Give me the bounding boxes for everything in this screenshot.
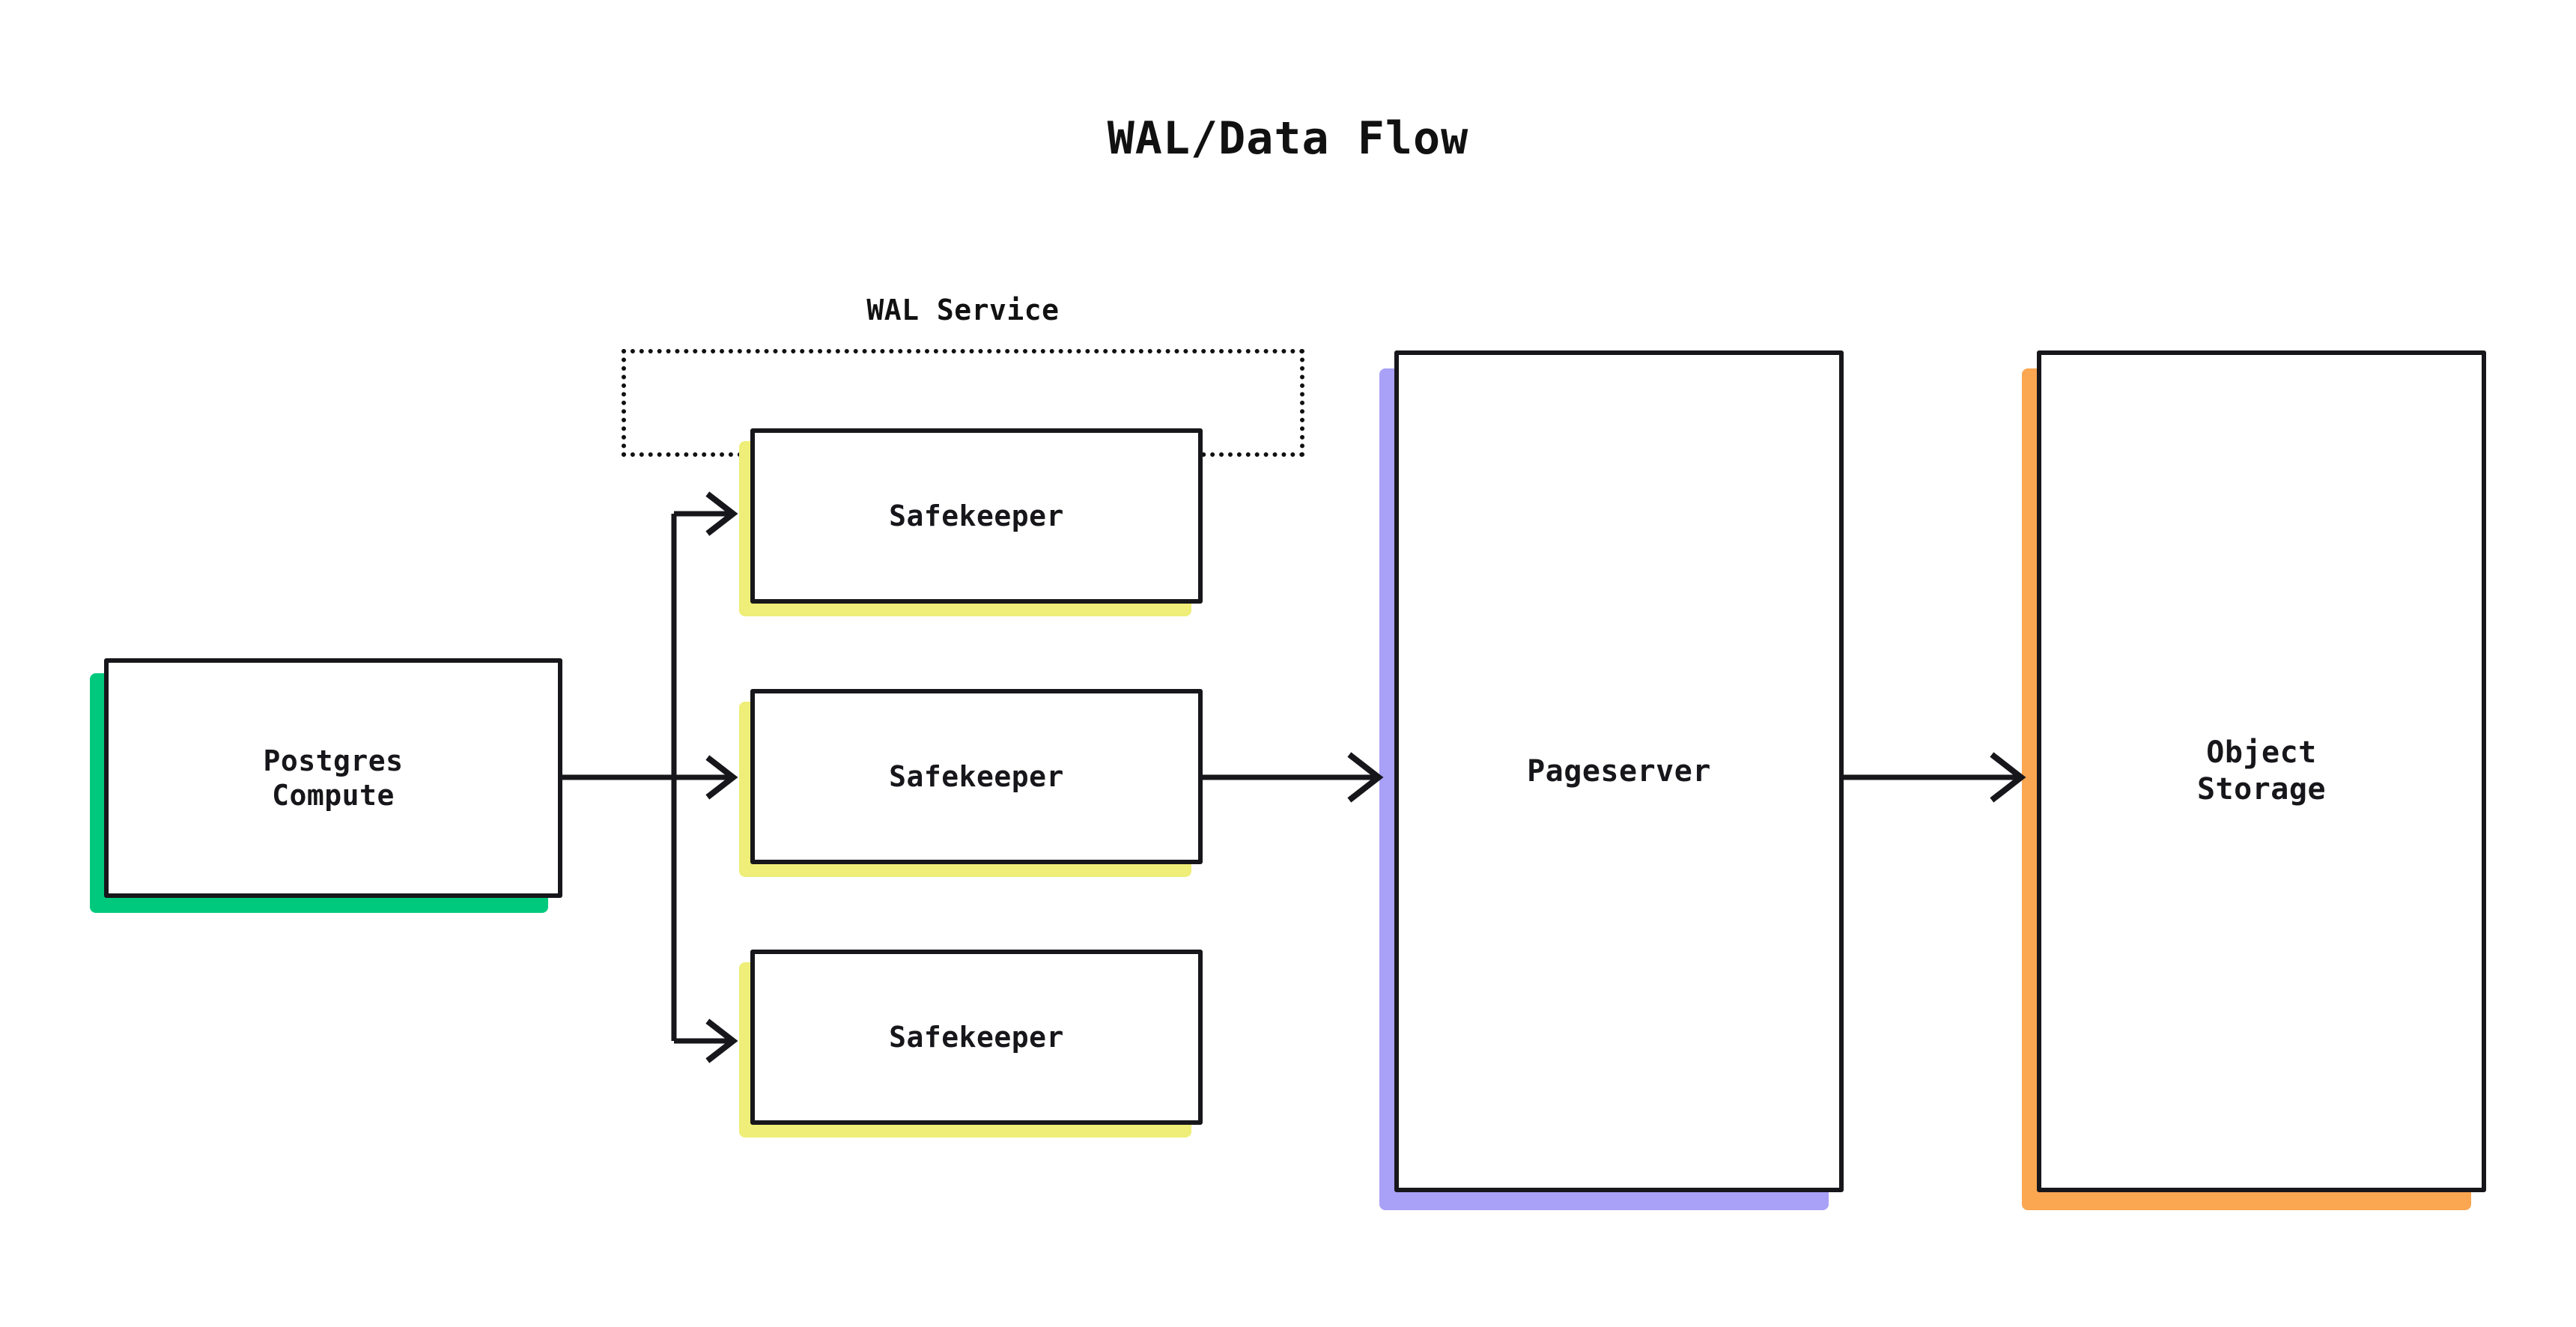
arrowhead-safekeeper-1 bbox=[705, 491, 738, 536]
arrowhead-safekeeper-3 bbox=[705, 1018, 738, 1063]
arrowhead-safekeeper-2 bbox=[705, 755, 738, 800]
node-label-safekeeper-1: Safekeeper bbox=[889, 499, 1064, 532]
node-label-pageserver: Pageserver bbox=[1527, 753, 1711, 789]
node-object-storage[interactable]: Object Storage bbox=[2037, 350, 2486, 1192]
node-label-postgres-compute: Postgres Compute bbox=[263, 744, 404, 812]
node-label-safekeeper-2: Safekeeper bbox=[889, 759, 1064, 793]
group-label-wal-service: WAL Service bbox=[866, 294, 1060, 327]
node-safekeeper-3[interactable]: Safekeeper bbox=[750, 950, 1203, 1125]
arrowhead-pageserver bbox=[1347, 752, 1384, 803]
node-postgres-compute[interactable]: Postgres Compute bbox=[104, 658, 562, 898]
node-safekeeper-2[interactable]: Safekeeper bbox=[750, 689, 1203, 864]
arrowhead-object-storage bbox=[1990, 752, 2026, 803]
page-title: WAL/Data Flow bbox=[1107, 112, 1469, 165]
node-label-object-storage: Object Storage bbox=[2196, 735, 2327, 807]
node-safekeeper-1[interactable]: Safekeeper bbox=[750, 428, 1203, 604]
node-label-safekeeper-3: Safekeeper bbox=[889, 1020, 1064, 1054]
node-pageserver[interactable]: Pageserver bbox=[1394, 350, 1844, 1192]
